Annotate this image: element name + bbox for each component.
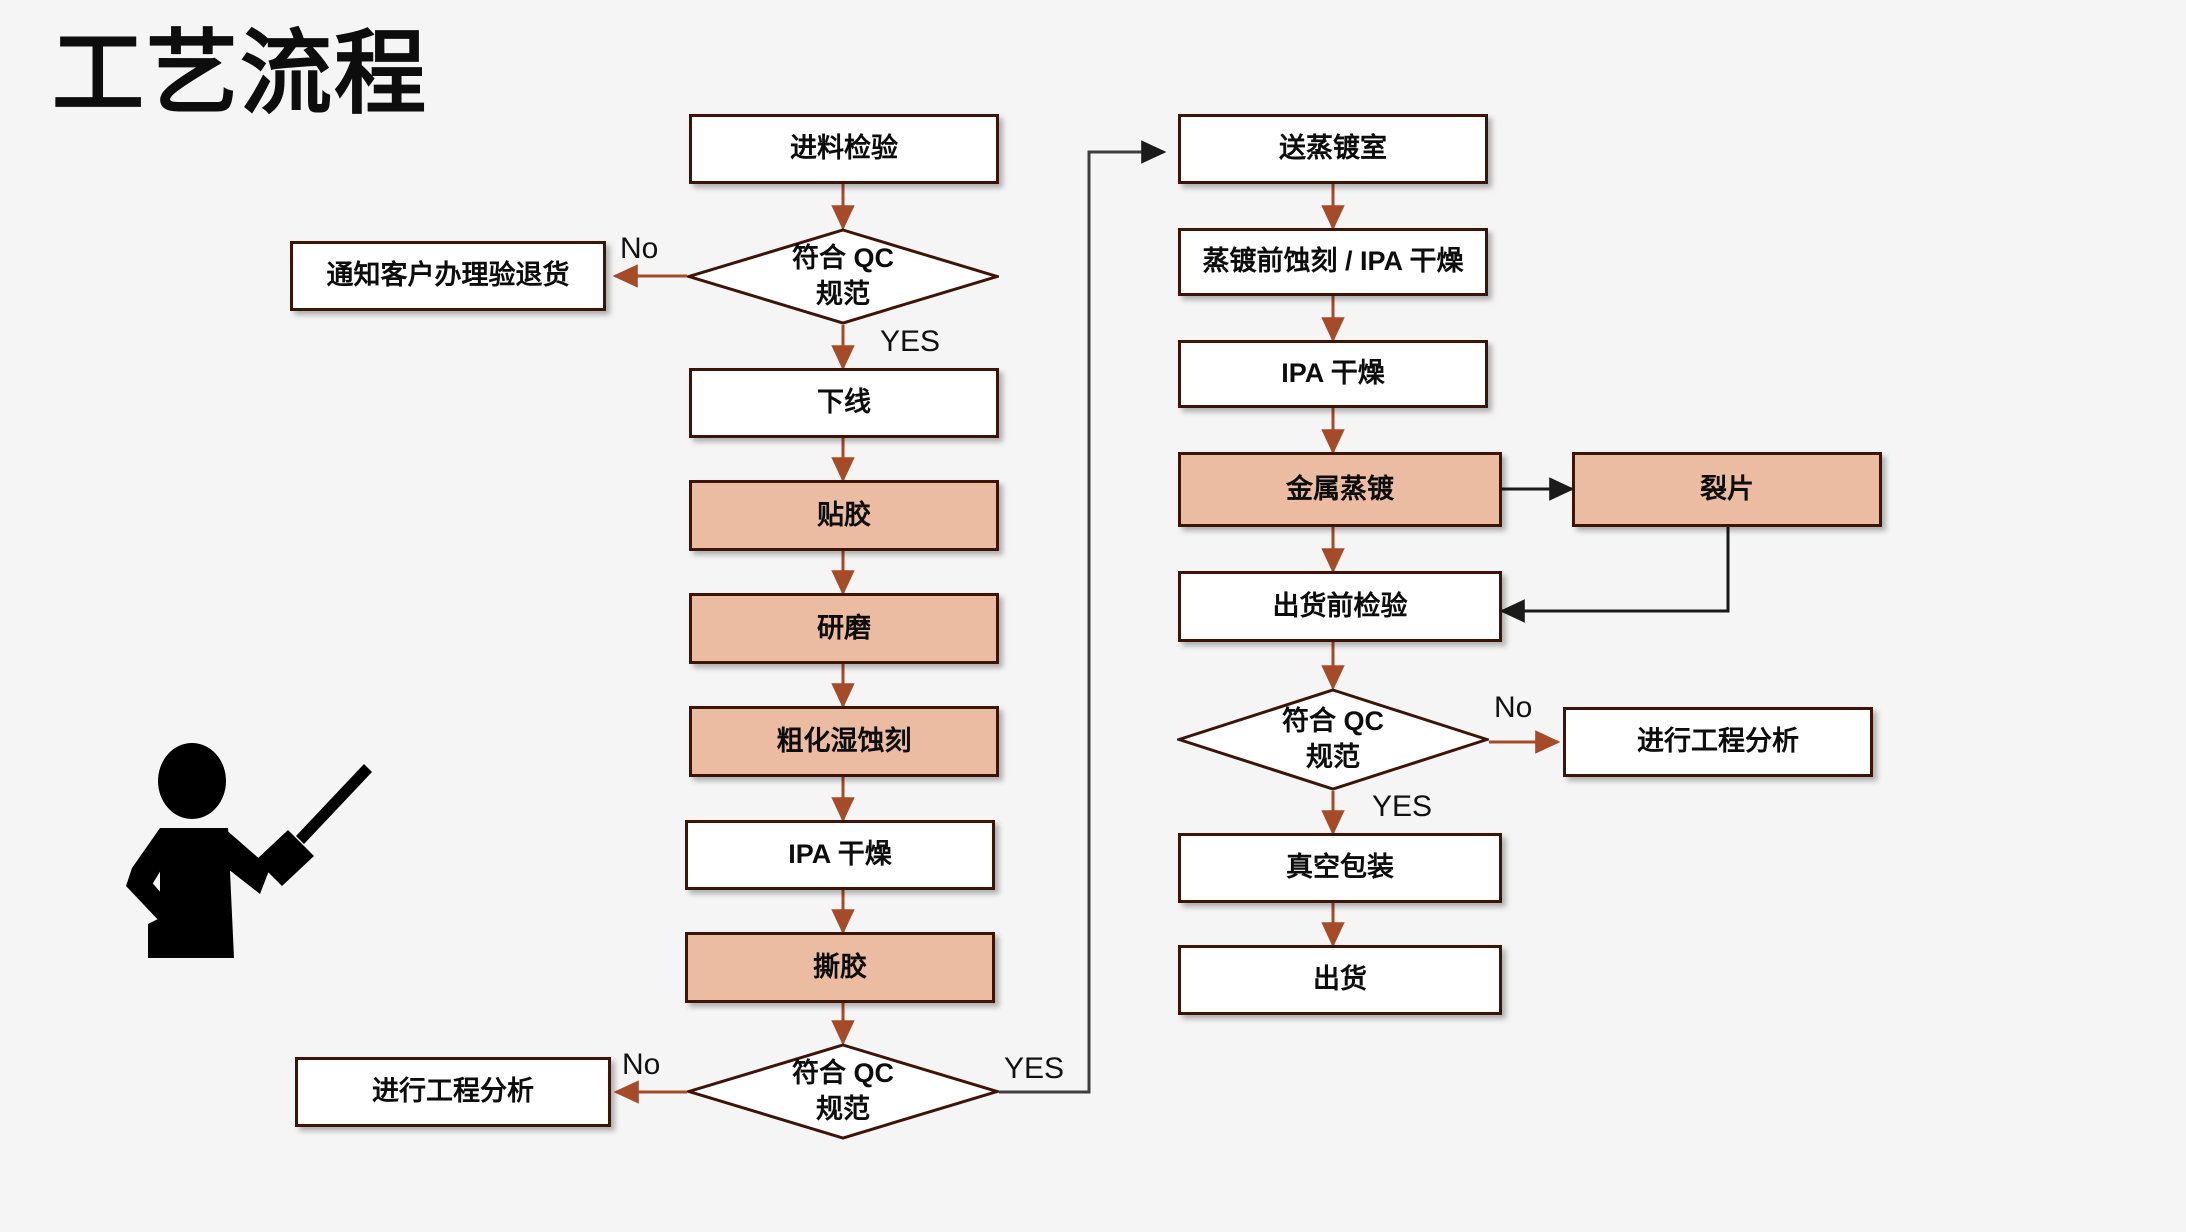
- edge-label-qc1-yes: YES: [880, 325, 941, 358]
- node-incoming-inspection[interactable]: 进料检验: [689, 114, 999, 184]
- node-grinding[interactable]: 研磨: [689, 593, 999, 664]
- node-offline[interactable]: 下线: [689, 368, 999, 438]
- node-engineering-analysis-right[interactable]: 进行工程分析: [1563, 707, 1873, 777]
- edge-label-qc3-no: No: [1494, 691, 1533, 724]
- node-shipment[interactable]: 出货: [1178, 945, 1502, 1015]
- node-notify-customer-return[interactable]: 通知客户办理验退货: [290, 241, 606, 311]
- node-metal-evaporation[interactable]: 金属蒸镀: [1178, 452, 1502, 527]
- node-qc-check-2[interactable]: 符合 QC 规范: [687, 1043, 999, 1140]
- page-title: 工艺流程: [52, 23, 429, 125]
- node-send-to-evaporation-room[interactable]: 送蒸镀室: [1178, 114, 1488, 184]
- node-pre-evap-etch-ipa[interactable]: 蒸镀前蚀刻 / IPA 干燥: [1178, 228, 1488, 296]
- node-ipa-dry-left[interactable]: IPA 干燥: [685, 820, 995, 890]
- edge-label-qc2-no: No: [622, 1048, 661, 1081]
- node-tape-remove[interactable]: 撕胶: [685, 932, 995, 1003]
- node-qc-check-3[interactable]: 符合 QC 规范: [1177, 688, 1489, 791]
- node-vacuum-packing[interactable]: 真空包装: [1178, 833, 1502, 903]
- edge-label-qc1-no: No: [620, 232, 659, 265]
- node-qc-check-1[interactable]: 符合 QC 规范: [687, 228, 999, 325]
- edge-label-qc3-yes: YES: [1372, 790, 1433, 823]
- edge-label-qc2-yes: YES: [1004, 1052, 1065, 1085]
- node-engineering-analysis-left[interactable]: 进行工程分析: [295, 1057, 611, 1127]
- node-pre-shipment-inspection[interactable]: 出货前检验: [1178, 571, 1502, 642]
- presenter-pointer-icon: [110, 718, 380, 968]
- node-rough-wet-etch[interactable]: 粗化湿蚀刻: [689, 706, 999, 777]
- node-ipa-dry-right[interactable]: IPA 干燥: [1178, 340, 1488, 408]
- node-tape-attach[interactable]: 贴胶: [689, 480, 999, 551]
- node-wafer-dicing[interactable]: 裂片: [1572, 452, 1882, 527]
